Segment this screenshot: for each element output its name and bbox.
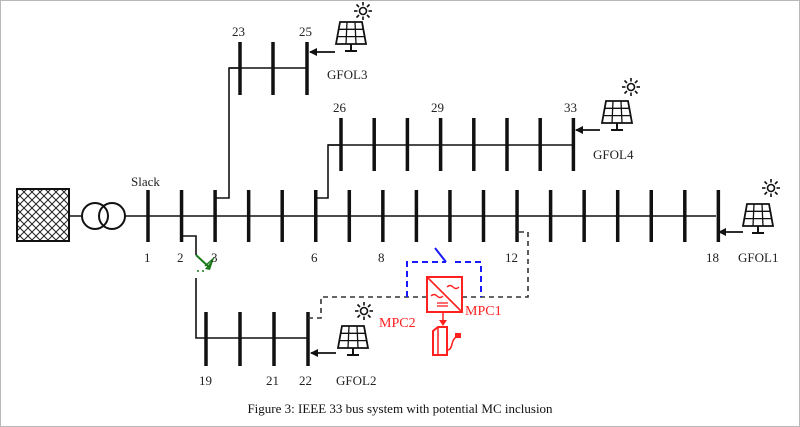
mpc2-label: MPC2 [379, 316, 416, 331]
gfol3-label: GFOL3 [327, 67, 367, 82]
gfol4-unit [575, 77, 641, 134]
bus-label: 1 [144, 250, 151, 265]
bus-label: 2 [177, 250, 184, 265]
bus-label: 19 [199, 373, 212, 388]
mpc1-link [462, 231, 529, 298]
sun-icon [621, 77, 641, 97]
lateral-buses-19-22 [204, 312, 310, 366]
gfol1-label: GFOL1 [738, 250, 778, 265]
lateral-buses-23-25 [238, 42, 309, 95]
sun-icon [761, 178, 781, 198]
gfol1-unit [718, 178, 781, 236]
solar-panel-icon [601, 100, 633, 131]
bus-label: 26 [333, 100, 347, 115]
transformer-icon [81, 202, 126, 230]
ev-charger-icon [432, 326, 461, 356]
gfol4-label: GFOL4 [593, 147, 634, 162]
gfol2-unit [310, 301, 374, 357]
gfol2-label: GFOL2 [336, 373, 376, 388]
bus-label: 12 [505, 250, 518, 265]
solar-panel-icon [337, 325, 369, 356]
bus-label: 23 [232, 24, 245, 39]
solar-panel-icon [335, 21, 367, 52]
solar-panel-icon [742, 203, 774, 234]
bus-label: 8 [378, 250, 385, 265]
sun-icon [353, 1, 373, 21]
main-feeder-buses [146, 190, 721, 242]
bus-label: 22 [299, 373, 312, 388]
switch-icon[interactable] [195, 254, 215, 272]
bus-label: 33 [564, 100, 577, 115]
bus-label: 21 [266, 373, 279, 388]
power-converter-icon[interactable] [426, 276, 463, 313]
bus-label: 6 [311, 250, 318, 265]
mpc1-label: MPC1 [465, 304, 502, 319]
mpc-interlink [406, 261, 446, 297]
grid-source-icon [16, 188, 70, 242]
sun-icon [354, 301, 374, 321]
mpc2-link [308, 296, 427, 319]
gfol3-unit [309, 1, 373, 56]
bus-label: 25 [299, 24, 312, 39]
bus-label: 3 [211, 250, 218, 265]
bus-label: 18 [706, 250, 719, 265]
lateral-buses-26-33 [339, 118, 576, 171]
bus-label: 29 [431, 100, 444, 115]
interlink-switch-icon[interactable] [434, 247, 447, 263]
slack-label: Slack [131, 174, 160, 189]
figure-caption: Figure 3: IEEE 33 bus system with potent… [247, 401, 553, 416]
